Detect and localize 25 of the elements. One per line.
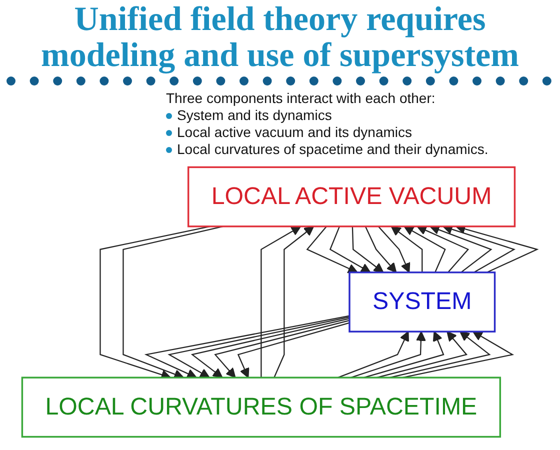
arrow [338,331,410,378]
node-box: LOCAL ACTIVE VACUUM [188,166,516,228]
arrow [306,226,358,274]
arrow [352,226,384,273]
node-box: SYSTEM [348,272,496,332]
arrow [364,331,445,378]
arrow [376,331,468,378]
bullet-text: System and its dynamics [177,107,332,124]
arrow [417,226,470,273]
arrow [430,224,493,273]
arrow [378,226,411,273]
bullet-text: Local curvatures of spacetime and their dynamics. [177,141,488,158]
title: Unified field theory requires modeling and use of supersystem [40,2,520,74]
arrow [214,320,350,378]
bullet-text: Local active vacuum and its dynamics [177,124,412,141]
arrow [351,331,426,378]
node-box: LOCAL CURVATURES OF SPACETIME [22,376,502,438]
arrow [391,226,424,272]
arrow [404,226,446,273]
arrow [274,226,314,378]
arrow [330,226,372,273]
arrow [365,226,398,273]
arrow [238,322,350,378]
intro-text: Three components interact with each other: [166,90,436,107]
arrow [260,226,302,378]
